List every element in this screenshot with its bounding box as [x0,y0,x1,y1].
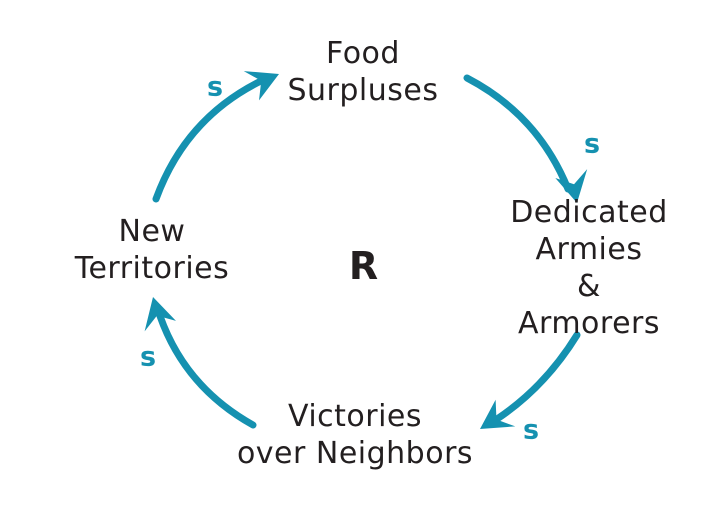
reinforcing-loop-label: R [348,244,380,288]
polarity-label-armies-to-victories: s [522,414,540,446]
link-arrow-territories-to-food [152,71,279,203]
node-food-surpluses: Food Surpluses [287,36,439,108]
arrow-shaft [463,74,572,193]
polarity-label-victories-to-territories: s [139,341,157,373]
node-victories-over-neighbors: Victories over Neighbors [236,399,474,471]
arrowhead-icon [555,169,588,203]
link-arrow-victories-to-territories [144,297,257,429]
polarity-label-territories-to-food: s [206,71,224,103]
arrowhead-icon [243,71,279,101]
arrowhead-icon [144,297,176,332]
arrow-shaft [156,312,257,429]
arrow-shaft [152,76,267,203]
link-arrow-armies-to-victories [480,331,581,429]
node-dedicated-armies: Dedicated Armies & Armorers [510,195,668,341]
polarity-label-food-to-armies: s [583,128,601,160]
arrowhead-icon [480,399,516,429]
link-arrow-food-to-armies [463,74,588,203]
arrow-shaft [493,331,581,423]
node-new-territories: New Territories [74,214,230,286]
